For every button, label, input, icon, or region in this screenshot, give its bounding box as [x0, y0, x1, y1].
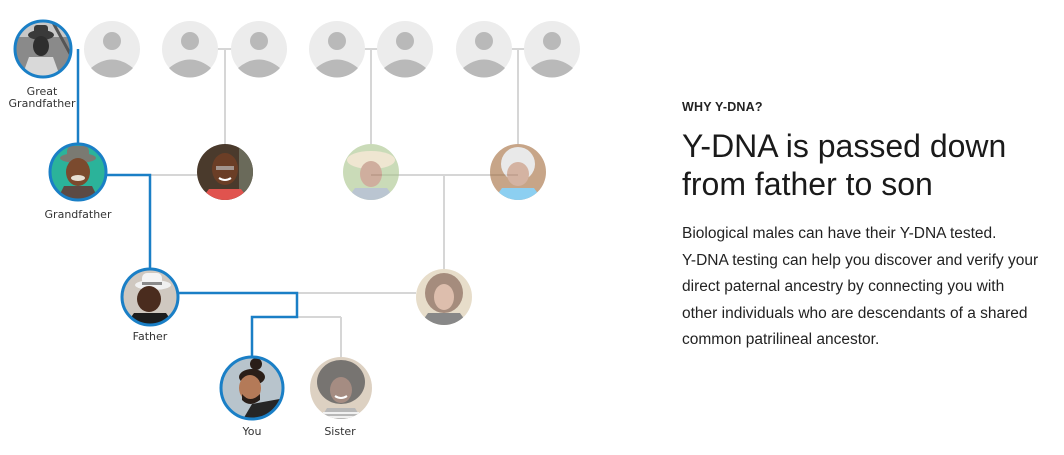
- great-grandparent-placeholder[interactable]: [524, 21, 580, 78]
- sister-label: Sister: [324, 425, 356, 438]
- you-label: You: [242, 425, 262, 438]
- great-grandparent-placeholder[interactable]: [456, 21, 512, 78]
- section-eyebrow: WHY Y-DNA?: [682, 100, 763, 114]
- great-grandparent-placeholder[interactable]: [377, 21, 433, 78]
- paternal-grandmother-avatar[interactable]: [195, 142, 255, 202]
- great-grandmother-placeholder[interactable]: [84, 21, 140, 78]
- great-grandfather-avatar[interactable]: [13, 19, 73, 79]
- grandfather-label: Grandfather: [44, 208, 112, 221]
- father-label: Father: [132, 330, 168, 343]
- maternal-grandmother-avatar[interactable]: [488, 142, 548, 202]
- ydna-explainer: WHY Y-DNA? Y-DNA is passed down from fat…: [682, 100, 1062, 354]
- body-line: direct paternal ancestry by connecting y…: [682, 278, 1005, 295]
- great-grandparent-placeholder[interactable]: [231, 21, 287, 78]
- great-grandfather-label: Great Grandfather: [8, 85, 76, 110]
- family-tree-diagram: [13, 19, 580, 421]
- sister-avatar[interactable]: [308, 355, 374, 421]
- mother-avatar[interactable]: [414, 267, 474, 327]
- section-body: Biological males can have their Y-DNA te…: [682, 221, 1062, 354]
- headline-line: Y-DNA is passed down: [682, 128, 1007, 164]
- body-line: Biological males can have their Y-DNA te…: [682, 225, 997, 242]
- section-headline: Y-DNA is passed down from father to son: [682, 127, 1062, 203]
- grandfather-avatar[interactable]: [48, 142, 108, 202]
- maternal-grandfather-avatar[interactable]: [341, 142, 401, 202]
- body-line: other individuals who are descendants of…: [682, 304, 1028, 322]
- great-grandparent-placeholder[interactable]: [162, 21, 218, 78]
- body-line: common patrilineal ancestor.: [682, 331, 880, 348]
- you-avatar[interactable]: [219, 355, 285, 421]
- paternal-line: [76, 49, 299, 356]
- body-line: Y-DNA testing can help you discover and …: [682, 251, 1039, 269]
- headline-line: from father to son: [682, 166, 933, 202]
- father-avatar[interactable]: [120, 267, 180, 327]
- great-grandparent-placeholder[interactable]: [309, 21, 365, 78]
